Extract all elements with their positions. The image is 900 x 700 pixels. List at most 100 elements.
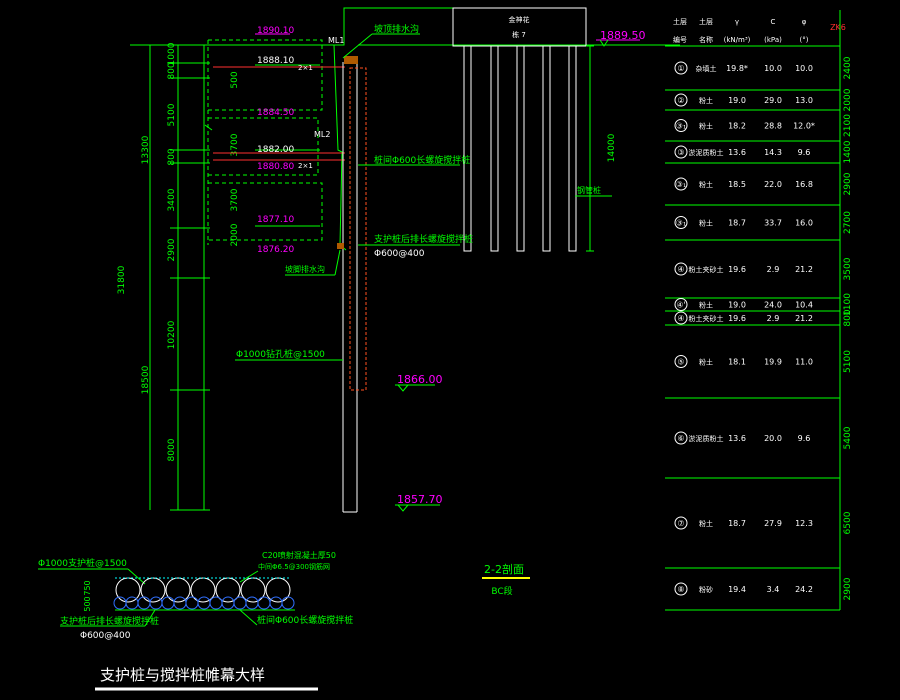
soil-friction: 21.2: [795, 265, 813, 274]
interpile-label: 桩间Φ600长螺旋搅拌桩: [374, 154, 470, 166]
soil-cohesion: 10.0: [764, 64, 782, 73]
left-dimension-texts: 1000 800 5100 800 3400 2900 10200 8000 1…: [117, 42, 240, 461]
soil-layer-name: 粉砂: [699, 585, 713, 594]
plan-pile-label: Φ1000支护桩@1500: [38, 557, 127, 569]
soil-layer-name: 粉土: [699, 301, 713, 310]
plan-dim-2: 750: [83, 580, 92, 595]
dim-inner-4: 2000: [230, 223, 240, 246]
ml2-label: ML2: [314, 130, 330, 139]
soil-layer-name: 粉土: [699, 358, 713, 367]
dim-inner-1: 500: [230, 71, 240, 88]
elev-1884: 1884.50: [257, 108, 294, 118]
dim-total: 31800: [117, 265, 127, 294]
main-pile: [337, 56, 367, 513]
dim-outer-2: 800: [167, 62, 177, 79]
plan-concrete: C20喷射混凝土厚50: [262, 550, 336, 560]
soil-friction: 12.0*: [793, 122, 815, 131]
soil-table-header: 土层 编号 土层 名称 γ (kN/m³) C (kPa) φ (°) ZK6: [673, 17, 846, 44]
hdr-layer-no-b: 编号: [673, 35, 687, 44]
hdr-gamma-a: γ: [735, 18, 739, 26]
soil-friction: 16.8: [795, 180, 813, 189]
soil-layer-no: ③₁: [676, 219, 686, 228]
elev-1877: 1877.10: [257, 215, 294, 225]
soil-cohesion: 28.8: [764, 122, 782, 131]
soil-thickness: 2900: [843, 172, 853, 195]
annotations: 坡顶排水沟 桩间Φ600长螺旋搅拌桩 支护桩后排长螺旋搅拌桩 Φ600@400 …: [236, 23, 601, 360]
elev-1880: 1880.80: [257, 162, 294, 172]
soil-friction: 13.0: [795, 96, 813, 105]
soil-layer-name: 粉土夹砂土: [689, 265, 724, 274]
plan-behind: 支护桩后排长螺旋搅拌桩: [60, 615, 159, 627]
dim-outer-7: 10200: [167, 320, 177, 349]
soil-layer-no-circle: [674, 216, 688, 229]
soil-layer-no-circle: [674, 119, 688, 132]
soil-cohesion: 24.0: [764, 301, 782, 310]
section-title-text: 2-2剖面: [484, 562, 524, 576]
soil-cohesion: 33.7: [764, 219, 782, 228]
ground-surface: [340, 7, 680, 59]
soil-thickness: 2400: [843, 56, 853, 79]
bottom-elevations: 1866.00 1857.70: [395, 373, 443, 512]
plan-dim-1: 500: [83, 596, 92, 611]
soil-friction: 10.4: [795, 301, 813, 310]
soil-gamma: 13.6: [728, 434, 746, 443]
soil-layer-no-circle: [674, 298, 688, 311]
elev-1857: 1857.70: [397, 493, 443, 506]
hdr-gamma-b: (kN/m³): [724, 36, 751, 44]
soil-layer-no-circle: [674, 145, 688, 159]
elev-1888: 1888.10: [257, 56, 294, 66]
soil-layer-name: 淤泥质粉土: [689, 148, 724, 157]
plan-interpile: 桩间Φ600长螺旋搅拌桩: [257, 614, 353, 626]
plan-mesh: 中间Φ6.5@300钢筋网: [258, 562, 330, 571]
elev-1876: 1876.20: [257, 245, 294, 255]
soil-layer-name: 杂填土: [696, 64, 717, 73]
soil-friction: 10.0: [795, 64, 813, 73]
small-dim-1: 2×1: [298, 64, 313, 72]
soil-gamma: 19.6: [728, 314, 746, 323]
main-title-text: 支护桩与搅拌桩帷幕大样: [100, 666, 265, 684]
soil-friction: 16.0: [795, 219, 813, 228]
soil-layer-no-circle: [674, 93, 688, 107]
soil-thickness: 2900: [843, 577, 853, 600]
hdr-layer-no-a: 土层: [673, 17, 687, 26]
soil-layer-no-circle: [674, 431, 688, 445]
dim-outer-1: 1000: [167, 42, 177, 65]
soil-cohesion: 29.0: [764, 96, 782, 105]
elev-1890: 1890.10: [257, 26, 294, 36]
soil-gamma: 19.0: [728, 301, 746, 310]
behind-pile-label: 支护桩后排长螺旋搅拌桩: [374, 233, 473, 245]
main-pile-label: Φ1000钻孔桩@1500: [236, 348, 325, 360]
ml1-label: ML1: [328, 36, 344, 45]
soil-thickness: 3500: [843, 257, 853, 280]
elev-1866: 1866.00: [397, 373, 443, 386]
soil-gamma: 19.6: [728, 265, 746, 274]
elev-ground: 1889.50: [600, 29, 646, 42]
soil-layer-no: ③: [677, 148, 684, 157]
soil-cohesion: 3.4: [767, 585, 780, 594]
soil-thickness: 2000: [843, 88, 853, 111]
soil-gamma: 19.4: [728, 585, 746, 594]
soil-table: 土层 编号 土层 名称 γ (kN/m³) C (kPa) φ (°) ZK6 …: [665, 10, 853, 611]
pile-length-dim: 14000: [586, 45, 617, 252]
soil-cohesion: 2.9: [767, 265, 780, 274]
soil-layer-no-circle: [674, 355, 688, 368]
soil-gamma: 19.0: [728, 96, 746, 105]
soil-layer-no: ③₁: [676, 122, 686, 131]
soil-friction: 12.3: [795, 519, 813, 528]
soil-thickness: 1400: [843, 140, 853, 163]
leaders: [235, 33, 612, 361]
soil-friction: 9.6: [798, 434, 811, 443]
soil-layer-no: ③₁: [676, 180, 686, 189]
elev-1882: 1882.00: [257, 145, 294, 155]
soil-layer-no: ⑥: [677, 434, 684, 443]
soil-gamma: 13.6: [728, 148, 746, 157]
soil-friction: 9.6: [798, 148, 811, 157]
small-dim-2: 2×1: [298, 162, 313, 170]
pile-length-text: 14000: [607, 133, 617, 162]
dim-mid-2: 18500: [141, 365, 151, 394]
plan-mixing-piles: [113, 596, 295, 610]
soil-cohesion: 22.0: [764, 180, 782, 189]
soil-gamma: 18.1: [728, 358, 746, 367]
